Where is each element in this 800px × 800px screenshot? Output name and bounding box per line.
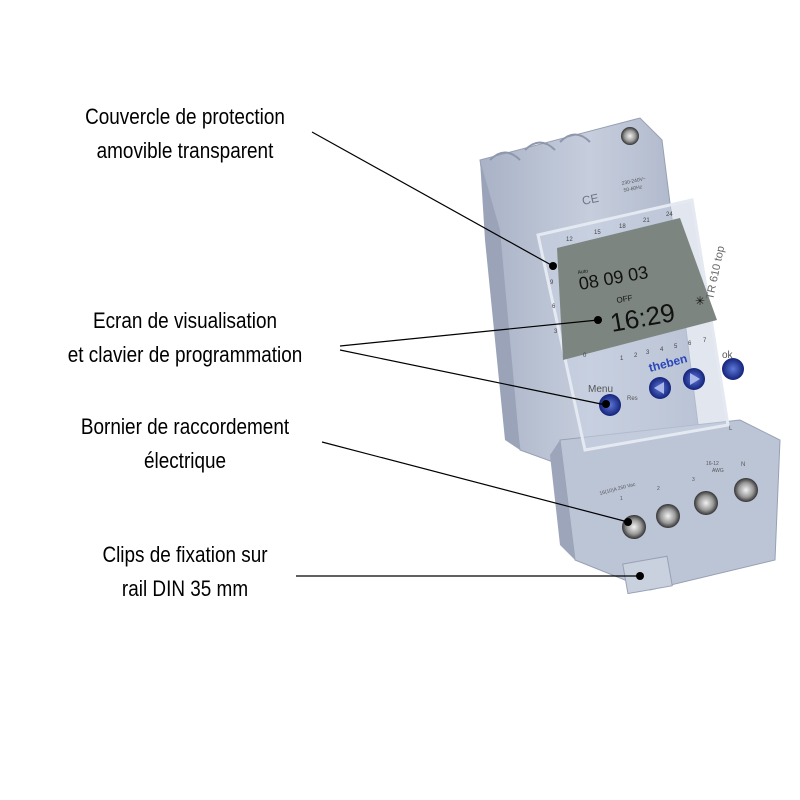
day-number: 2 [634,353,638,359]
wire-gauge: 16-12 [706,461,719,467]
label-terminal-line2: électrique [143,448,227,473]
terminal-number: 2 [657,486,660,492]
frequency: 50-60Hz [623,184,643,194]
label-cover-line2: amovible transparent [96,138,274,163]
terminal-number: 1 [620,496,623,502]
menu-button[interactable] [599,394,621,416]
side-tick: 0 [583,353,587,359]
terminal-screw-n [734,478,758,502]
leader-lines [296,131,640,577]
marker-dot [602,400,610,408]
side-tick: 3 [554,329,558,335]
leader-dots [549,262,644,580]
day-number: 5 [674,344,678,350]
hour-tick: 24 [666,212,673,218]
ok-label: ok [722,350,734,361]
day-number: 4 [660,347,664,353]
leader-screen [339,319,599,347]
leader-cover [311,131,554,267]
sun-icon: ✳ [695,294,705,308]
rating-top: 230-240V~ [621,176,646,187]
label-clip-line2: rail DIN 35 mm [121,576,249,601]
marker-dot [549,262,557,270]
label-screen-line2: et clavier de programmation [67,342,303,367]
terminal-number: 3 [692,477,695,483]
reset-label: Res [627,396,638,402]
hour-scale: 12 15 18 21 24 [566,212,673,243]
menu-label: Menu [588,384,613,395]
lcd-state: OFF [616,293,633,305]
ok-button[interactable] [722,358,744,380]
label-clip-line1: Clips de fixation sur [102,542,268,567]
marker-dot [636,572,644,580]
leader-keypad [339,349,607,406]
lcd-screen: Auto 08 09 03 OFF 16:29 ✳ [557,218,717,360]
label-screen-line1: Ecran de visualisation [92,308,278,333]
day-number: 1 [620,356,624,362]
terminal-screw-1 [622,515,646,539]
marker-dot [594,316,602,324]
label-cover: Couvercle de protection amovible transpa… [52,100,319,168]
hour-tick: 18 [619,224,626,230]
label-terminal-line1: Bornier de raccordement [80,414,290,439]
lcd-mode: Auto [577,268,588,276]
top-screw-icon [621,127,639,145]
terminal-screw-3 [694,491,718,515]
label-clip: Clips de fixation sur rail DIN 35 mm [52,538,319,606]
label-screen: Ecran de visualisation et clavier de pro… [47,304,322,372]
terminal-screw-2 [656,504,680,528]
label-cover-line1: Couvercle de protection [85,104,285,129]
left-arrow-icon [654,382,664,394]
day-number: 7 [703,338,707,344]
side-scale: 9 6 3 0 [550,280,587,359]
model-label: TR 610 top [704,245,727,301]
neutral-label: N [741,462,745,468]
hour-tick: 15 [594,230,601,236]
right-arrow-icon [690,373,700,385]
leader-terminal [321,441,629,523]
label-terminal: Bornier de raccordement électrique [52,410,319,478]
side-tick: 6 [552,304,556,310]
line-label: L [729,426,733,432]
hour-tick: 12 [566,237,573,243]
hour-tick: 21 [643,218,650,224]
ce-mark: CE [581,191,600,208]
day-number: 6 [688,341,692,347]
marker-dot [624,518,632,526]
side-tick: 9 [550,280,554,286]
awg-label: AWG [712,468,724,474]
day-number: 3 [646,350,650,356]
day-scale: 1 2 3 4 5 6 7 [620,338,707,362]
din-clip [622,555,673,595]
